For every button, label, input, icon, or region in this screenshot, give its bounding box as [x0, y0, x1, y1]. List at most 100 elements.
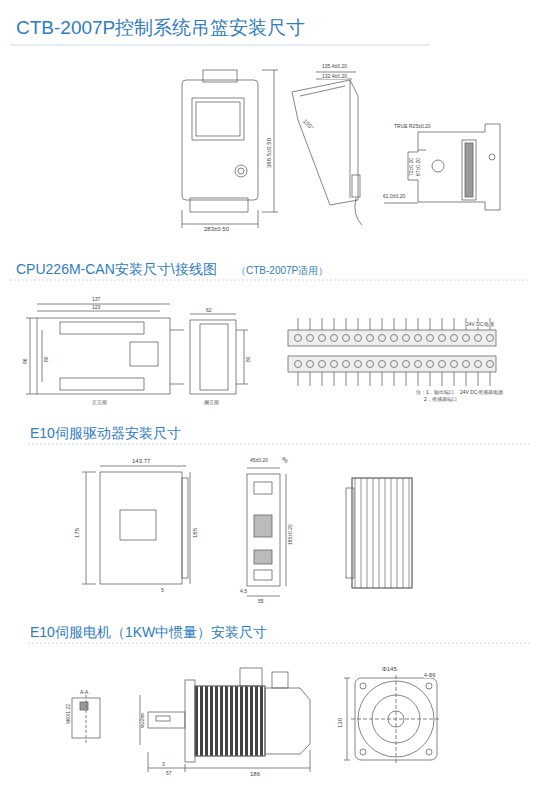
terminal	[451, 335, 458, 342]
terminal	[454, 318, 455, 330]
terminal	[331, 335, 338, 342]
terminal	[307, 335, 314, 342]
dimension-label: 137	[92, 297, 100, 302]
dimension-label: 175	[74, 528, 80, 538]
terminal	[358, 318, 359, 330]
dimension-label: 80	[44, 356, 49, 362]
terminal	[487, 361, 494, 368]
terminal	[415, 361, 422, 368]
dimension-label: 4.5	[240, 589, 247, 594]
dimension-label: 57	[166, 771, 172, 776]
dimension-label: 72±0.20	[409, 158, 414, 176]
terminal	[403, 335, 410, 342]
dimension-label: 135.4±0.20	[322, 64, 347, 69]
terminal	[319, 335, 326, 342]
terminal	[343, 361, 350, 368]
terminal	[487, 335, 494, 342]
terminal	[418, 372, 419, 386]
dimension-label: 185	[192, 528, 198, 538]
section-heading: E10伺服驱动器安装尺寸	[30, 426, 181, 440]
terminal	[319, 361, 326, 368]
terminal	[355, 335, 362, 342]
dimension-label: 67±0.20	[416, 158, 421, 176]
terminal	[490, 372, 491, 386]
terminal	[442, 318, 443, 330]
terminal	[358, 372, 359, 386]
dimension-label: M6X1.22	[66, 704, 71, 724]
terminal	[346, 372, 347, 386]
terminal	[382, 372, 383, 386]
terminal	[454, 372, 455, 386]
dimension-label: 5	[161, 588, 164, 593]
terminal	[334, 372, 335, 386]
dimension-label: A-A	[80, 690, 88, 695]
terminal	[427, 335, 434, 342]
terminal	[442, 372, 443, 386]
terminal	[307, 361, 314, 368]
dimension-label: 132.4±0.20	[322, 74, 347, 79]
terminal	[463, 335, 470, 342]
dimension-label: 4-Φ9	[424, 673, 435, 678]
dimension-label: 61.0±0.20	[383, 194, 405, 199]
terminal	[475, 335, 482, 342]
terminal	[475, 361, 482, 368]
terminal	[430, 372, 431, 386]
terminal	[370, 372, 371, 386]
terminal	[346, 318, 347, 330]
terminal	[310, 372, 311, 386]
terminal	[394, 372, 395, 386]
dimension-label: 165±0.20	[288, 524, 293, 545]
terminal	[382, 318, 383, 330]
terminal	[451, 361, 458, 368]
dimension-label: 123	[92, 305, 100, 310]
terminal	[478, 372, 479, 386]
dimension-label: 130	[337, 718, 343, 728]
terminal	[406, 372, 407, 386]
terminal	[298, 372, 299, 386]
dimension-label: 55	[258, 599, 264, 604]
terminal	[439, 335, 446, 342]
terminal	[463, 361, 470, 368]
dimension-label: 388.5±0.50	[266, 138, 272, 168]
section-heading: E10伺服电机（1KW中惯量）安装尺寸	[30, 625, 267, 639]
dimension-label: 80	[246, 356, 251, 362]
terminal	[310, 318, 311, 330]
dimension-label: 24V DC电源	[466, 322, 494, 327]
dimension-label: 143.77	[132, 458, 150, 464]
dimension-label: 283±0.50	[204, 226, 229, 232]
dimension-label: 3	[162, 762, 165, 767]
terminal	[379, 361, 386, 368]
terminal	[367, 361, 374, 368]
terminal	[322, 318, 323, 330]
terminal	[298, 318, 299, 330]
terminal	[331, 361, 338, 368]
dimension-label: 45±0.20	[250, 458, 268, 463]
dimension-label: 186	[250, 771, 260, 777]
terminal	[439, 361, 446, 368]
page-title: CTB-2007P控制系统吊篮安装尺寸	[16, 18, 305, 37]
dimension-label: 105°	[302, 118, 315, 131]
dimension-label: 96	[23, 358, 28, 364]
dimension-label: Φ5	[280, 456, 288, 464]
dimension-label: 正立面	[92, 400, 107, 405]
terminal	[394, 318, 395, 330]
terminal	[415, 335, 422, 342]
terminal	[403, 361, 410, 368]
terminal	[466, 372, 467, 386]
section-heading: CPU226M-CAN安装尺寸\接线图	[16, 262, 217, 276]
terminal	[406, 318, 407, 330]
terminal	[391, 335, 398, 342]
terminal	[334, 318, 335, 330]
dimension-label: Φ145	[382, 666, 397, 672]
terminal	[427, 361, 434, 368]
terminal	[379, 335, 386, 342]
terminal	[295, 361, 302, 368]
section-note: （CTB-2007P适用）	[236, 266, 328, 276]
terminal	[370, 318, 371, 330]
dimension-label: 62	[206, 308, 212, 313]
terminal	[322, 372, 323, 386]
terminal	[295, 335, 302, 342]
terminal	[343, 335, 350, 342]
